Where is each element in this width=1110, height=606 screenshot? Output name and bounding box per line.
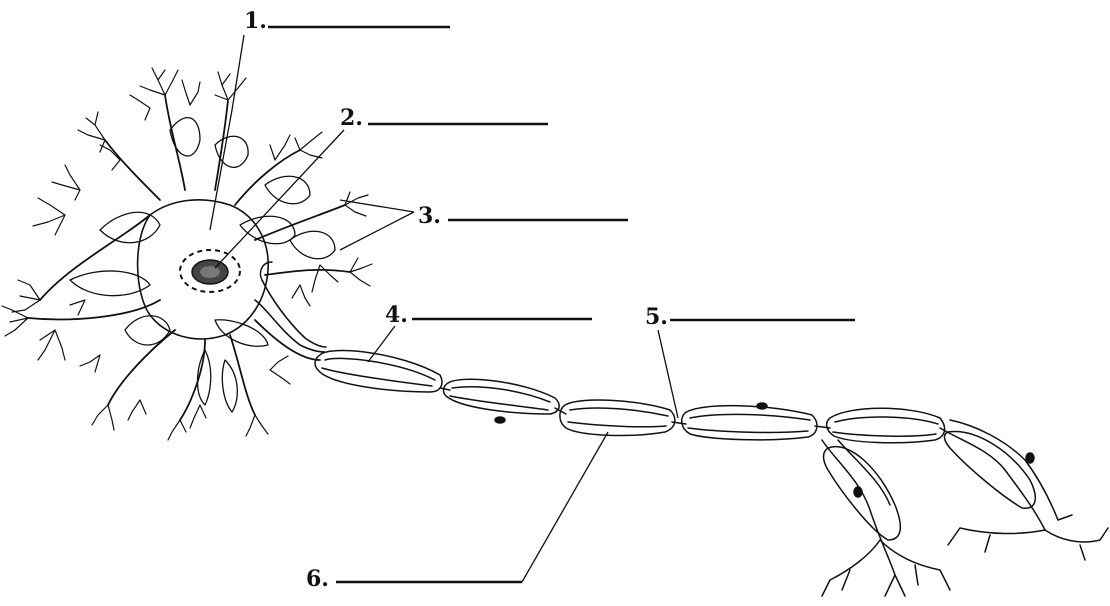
label-5-leader [658, 330, 678, 418]
label-6-number: 6. [306, 566, 329, 592]
label-5: 5. [645, 304, 855, 418]
neuron-icon [2, 68, 1108, 596]
label-4-number: 4. [385, 302, 408, 328]
label-2-number: 2. [340, 105, 363, 131]
label-6: 6. [306, 432, 608, 592]
label-3-leader [340, 200, 414, 250]
axon [315, 351, 1108, 596]
label-1: 1. [210, 8, 450, 230]
label-4: 4. [368, 302, 592, 362]
label-6-leader [522, 432, 608, 582]
label-3-number: 3. [418, 203, 441, 229]
cell-body [28, 95, 350, 420]
label-5-number: 5. [645, 304, 668, 330]
label-3: 3. [340, 200, 628, 250]
dendrites [2, 68, 372, 440]
label-2-leader [215, 130, 344, 268]
label-1-number: 1. [244, 8, 267, 34]
